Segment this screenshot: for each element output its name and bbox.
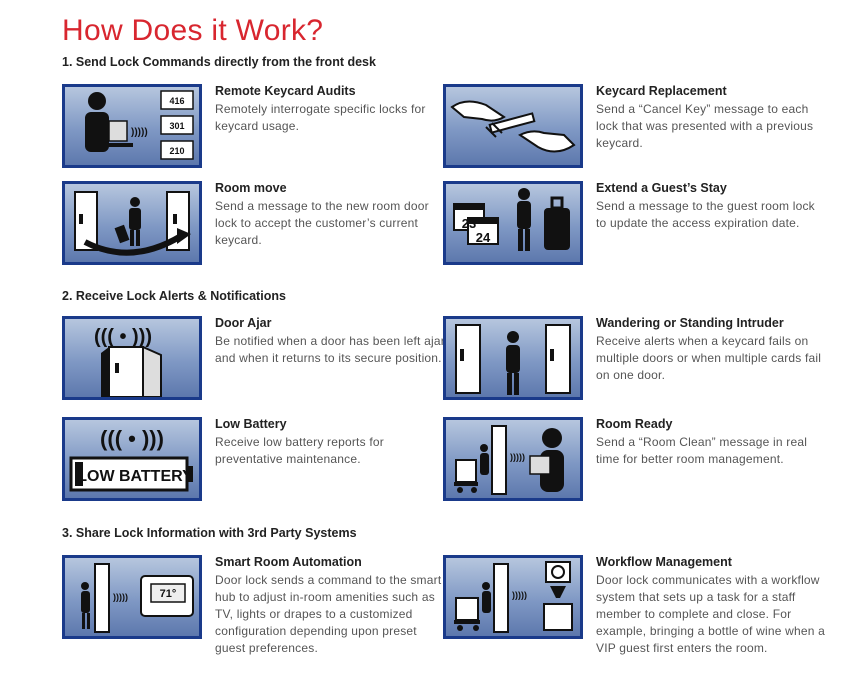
- svg-text:))))): ))))): [510, 452, 525, 462]
- svg-text:))))): ))))): [131, 127, 148, 138]
- card-description: Send a message to the new room door lock…: [215, 199, 429, 247]
- svg-text:))))): ))))): [113, 592, 128, 602]
- svg-text:((( • ))): ((( • ))): [94, 326, 152, 348]
- card-smart-room-automation: ))))) 71° Smart Room Automation Door loc…: [62, 555, 452, 655]
- door-ajar-icon: ((( • ))): [62, 316, 202, 400]
- svg-text:))))): ))))): [512, 590, 527, 600]
- section-heading-send-commands: 1. Send Lock Commands directly from the …: [62, 55, 376, 69]
- card-description: Door lock communicates with a workflow s…: [596, 573, 826, 655]
- card-description: Door lock sends a command to the smart h…: [215, 573, 442, 655]
- card-title: Door Ajar: [215, 316, 272, 330]
- page-title: How Does it Work?: [62, 14, 324, 47]
- card-description: Remotely interrogate specific locks for …: [215, 102, 426, 133]
- low-battery-icon: ((( • ))) LOW BATTERY: [62, 417, 202, 501]
- card-room-move: Room move Send a message to the new room…: [62, 181, 452, 271]
- calendar-day-23: 23: [462, 216, 476, 231]
- keycard-handoff-icon: [443, 84, 583, 168]
- card-description: Send a “Room Clean” message in real time…: [596, 435, 808, 466]
- room-move-icon: [62, 181, 202, 265]
- calendar-luggage-icon: 23 24: [443, 181, 583, 265]
- card-title: Remote Keycard Audits: [215, 84, 356, 98]
- card-title: Smart Room Automation: [215, 555, 362, 569]
- room-number-416: 416: [169, 96, 184, 106]
- card-title: Extend a Guest’s Stay: [596, 181, 727, 195]
- card-title: Low Battery: [215, 417, 287, 431]
- svg-text:((( • ))): ((( • ))): [100, 426, 164, 451]
- room-number-210: 210: [169, 146, 184, 156]
- card-title: Wandering or Standing Intruder: [596, 316, 784, 330]
- card-description: Send a “Cancel Key” message to each lock…: [596, 102, 814, 150]
- card-description: Receive low battery reports for preventa…: [215, 435, 384, 466]
- thermostat-icon: ))))) 71°: [62, 555, 202, 639]
- card-title: Keycard Replacement: [596, 84, 727, 98]
- intruder-icon: [443, 316, 583, 400]
- card-low-battery: ((( • ))) LOW BATTERY Low Battery Receiv…: [62, 417, 452, 507]
- card-workflow-management: ))))) Workflow Management Door lock comm…: [443, 555, 833, 655]
- card-description: Send a message to the guest room lock to…: [596, 199, 815, 230]
- card-room-ready: ))))) Room Ready Send a “Room Clean” mes…: [443, 417, 833, 507]
- card-door-ajar: ((( • ))) Door Ajar Be notified when a d…: [62, 316, 452, 406]
- calendar-day-24: 24: [476, 230, 491, 245]
- room-ready-icon: ))))): [443, 417, 583, 501]
- section-heading-share-info: 3. Share Lock Information with 3rd Party…: [62, 526, 357, 540]
- card-extend-guest-stay: 23 24 Extend a Guest’s Stay Send a messa…: [443, 181, 833, 271]
- card-wandering-intruder: Wandering or Standing Intruder Receive a…: [443, 316, 833, 406]
- card-description: Be notified when a door has been left aj…: [215, 334, 445, 365]
- card-title: Room Ready: [596, 417, 673, 431]
- card-title: Room move: [215, 181, 287, 195]
- room-number-301: 301: [169, 121, 184, 131]
- desk-agent-icon: ))))) 416 301 210: [62, 84, 202, 168]
- card-title: Workflow Management: [596, 555, 732, 569]
- battery-label: LOW BATTERY: [77, 468, 193, 485]
- card-keycard-replacement: Keycard Replacement Send a “Cancel Key” …: [443, 84, 833, 174]
- card-description: Receive alerts when a keycard fails on m…: [596, 334, 822, 382]
- thermostat-display: 71°: [160, 588, 177, 600]
- workflow-icon: ))))): [443, 555, 583, 639]
- card-remote-keycard-audits: ))))) 416 301 210 Remote Keycard Audits …: [62, 84, 452, 174]
- section-heading-alerts: 2. Receive Lock Alerts & Notifications: [62, 289, 286, 303]
